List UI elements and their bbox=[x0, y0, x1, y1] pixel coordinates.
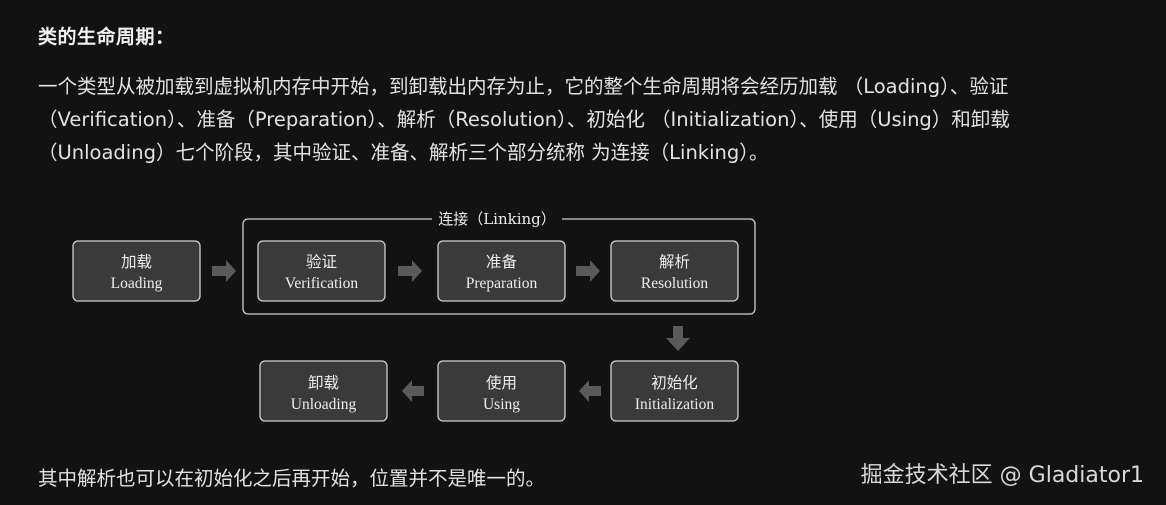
node-resolution-cn: 解析 bbox=[659, 253, 690, 271]
footer-note: 其中解析也可以在初始化之后再开始，位置并不是唯一的。 bbox=[38, 467, 546, 490]
node-unloading-cn: 卸载 bbox=[308, 374, 339, 392]
node-initialization-en: Initialization bbox=[635, 396, 714, 413]
arrow-right-icon bbox=[398, 260, 422, 282]
node-using: 使用 Using bbox=[437, 360, 566, 422]
arrow-right-icon bbox=[212, 260, 236, 282]
node-verification-cn: 验证 bbox=[306, 253, 337, 271]
section-heading: 类的生命周期： bbox=[38, 26, 175, 48]
linking-group: 连接（Linking） bbox=[242, 206, 756, 315]
node-preparation-en: Preparation bbox=[466, 275, 538, 292]
linking-group-label-bg bbox=[432, 206, 562, 230]
node-resolution-en: Resolution bbox=[641, 275, 708, 292]
node-loading: 加载 Loading bbox=[72, 240, 201, 302]
node-initialization-cn: 初始化 bbox=[651, 374, 698, 392]
node-unloading-en: Unloading bbox=[291, 396, 357, 413]
node-resolution: 解析 Resolution bbox=[610, 240, 739, 302]
node-loading-en: Loading bbox=[111, 275, 163, 292]
lifecycle-paragraph: 一个类型从被加载到虚拟机内存中开始，到卸载出内存为止，它的整个生命周期将会经历加… bbox=[38, 70, 1138, 169]
paragraph-line-3: （Unloading）七个阶段，其中验证、准备、解析三个部分统称 为连接（Lin… bbox=[38, 141, 769, 164]
node-using-cn: 使用 bbox=[486, 374, 517, 392]
arrow-left-icon bbox=[402, 380, 424, 402]
arrow-left-icon bbox=[579, 380, 601, 402]
node-using-en: Using bbox=[483, 396, 520, 413]
node-preparation: 准备 Preparation bbox=[437, 240, 566, 302]
arrow-down-icon bbox=[666, 326, 690, 351]
watermark: 掘金技术社区 @ Gladiator1 bbox=[860, 463, 1144, 488]
node-loading-cn: 加载 bbox=[121, 253, 152, 271]
arrow-right-icon bbox=[576, 260, 600, 282]
node-initialization: 初始化 Initialization bbox=[610, 360, 739, 422]
paragraph-line-1: 一个类型从被加载到虚拟机内存中开始，到卸载出内存为止，它的整个生命周期将会经历加… bbox=[38, 75, 1009, 98]
node-verification: 验证 Verification bbox=[257, 240, 386, 302]
node-verification-en: Verification bbox=[285, 275, 358, 292]
node-unloading: 卸载 Unloading bbox=[259, 360, 388, 422]
node-preparation-cn: 准备 bbox=[486, 253, 518, 271]
linking-group-label: 连接（Linking） bbox=[438, 210, 556, 228]
paragraph-line-2: （Verification）、准备（Preparation）、解析（Resolu… bbox=[38, 108, 1010, 131]
